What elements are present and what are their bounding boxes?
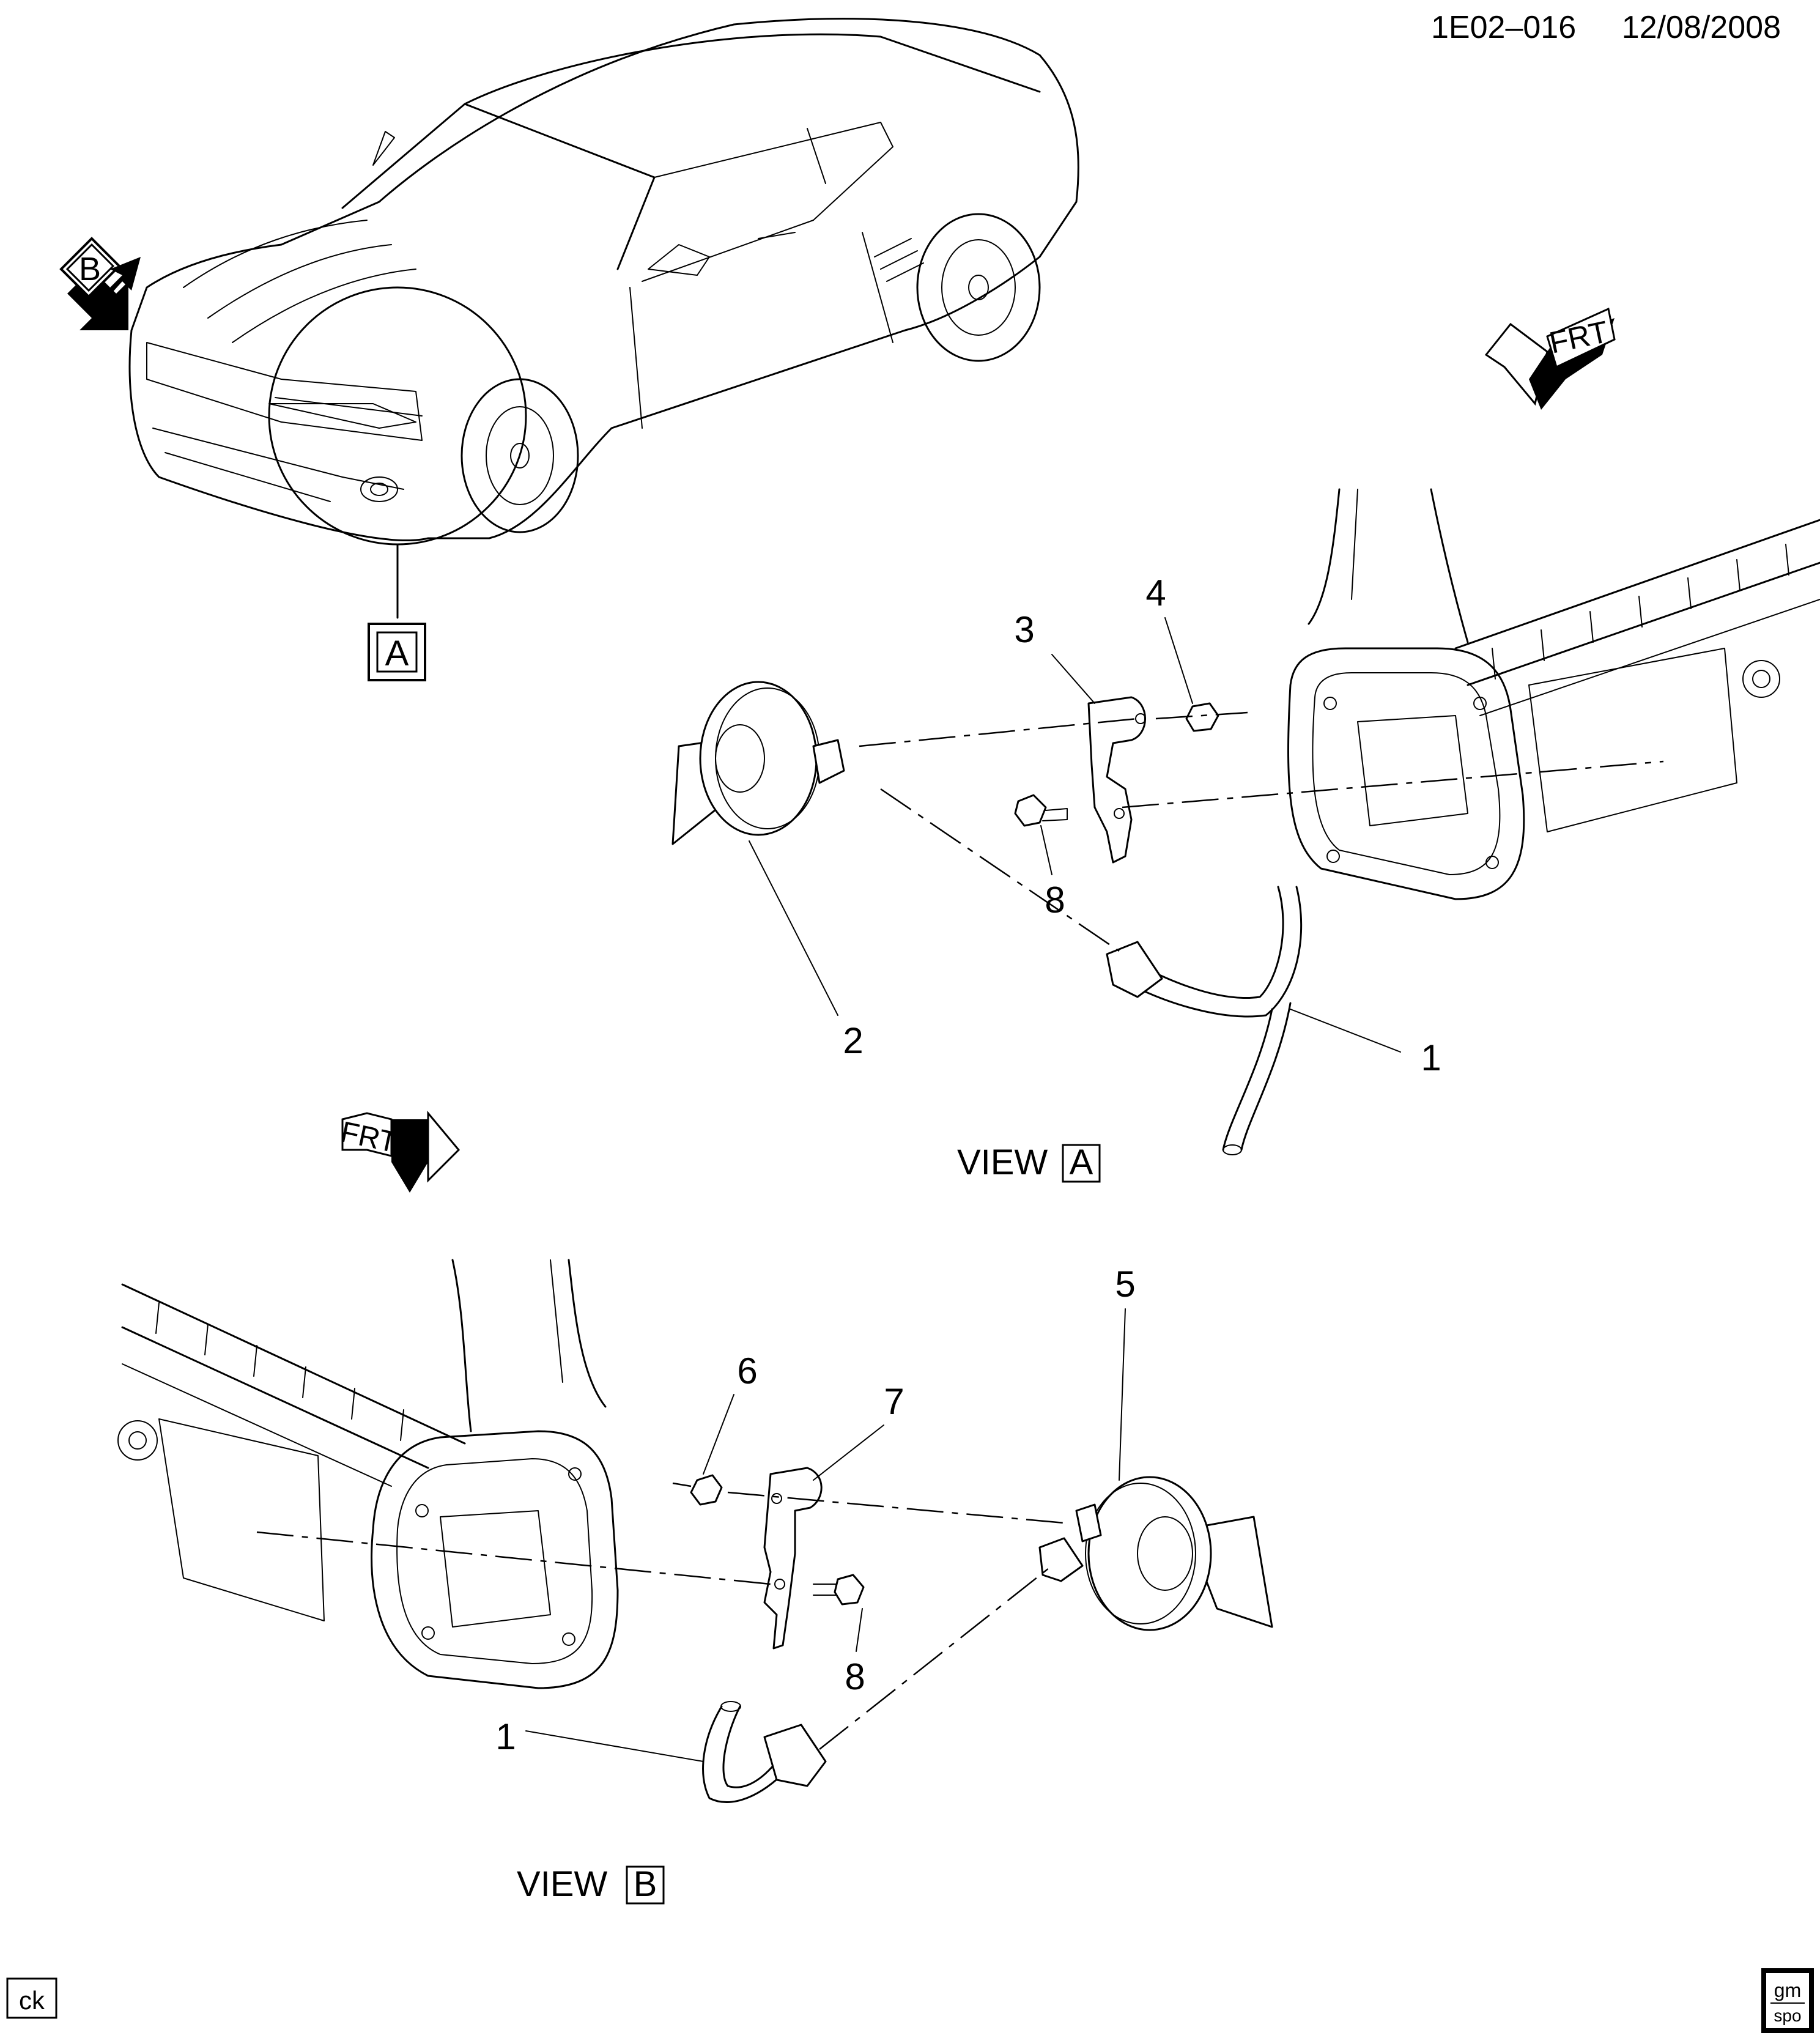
- horn-bracket-rear: [763, 1467, 823, 1650]
- gm-spo-logo: gm spo: [1761, 1968, 1814, 2033]
- callout-8-view-a: 8: [1045, 880, 1065, 920]
- logo-spo-text: spo: [1774, 2006, 1801, 2025]
- callout-5: 5: [1115, 1264, 1135, 1305]
- logo-gm-text: gm: [1774, 1979, 1801, 2001]
- diagram-code: 1E02–016: [1431, 10, 1576, 45]
- view-a-marker: A: [368, 623, 426, 681]
- view-b-callouts: 1 5 6 7 8: [495, 1264, 1135, 1757]
- view-b-direction-arrow: B: [59, 237, 141, 330]
- bolt-rear: [813, 1574, 865, 1606]
- horn-front: [671, 681, 845, 845]
- callout-2: 2: [843, 1020, 863, 1061]
- callout-4: 4: [1145, 572, 1166, 613]
- footer-initials-box: ck: [6, 1977, 57, 2019]
- nut-front: [1185, 702, 1219, 732]
- frt-arrow-top: FRT: [1484, 307, 1616, 410]
- view-b-label: VIEW B: [517, 1864, 665, 1905]
- callout-3: 3: [1014, 609, 1034, 650]
- frt-arrow-left: FRT: [338, 1110, 461, 1193]
- callout-7: 7: [884, 1381, 904, 1422]
- wiring-harness-rear: [702, 1701, 827, 1803]
- footer-initials: ck: [19, 1986, 45, 2015]
- bolt-front: [1014, 794, 1068, 827]
- callout-1-view-b: 1: [495, 1716, 516, 1757]
- callout-8-view-b: 8: [845, 1656, 865, 1697]
- view-a-marker-letter: A: [385, 634, 409, 673]
- wiring-harness-front: [1106, 886, 1303, 1155]
- diagram-date: 12/08/2008: [1622, 10, 1781, 45]
- view-b-marker-letter: B: [79, 251, 101, 287]
- callout-1-view-a: 1: [1421, 1037, 1441, 1078]
- view-a-label-letter: A: [1070, 1143, 1093, 1182]
- view-b-label-text: VIEW: [517, 1864, 607, 1904]
- view-a-label: VIEW A: [957, 1143, 1101, 1183]
- horn-rear: [1038, 1476, 1273, 1631]
- view-b-label-letter: B: [634, 1864, 657, 1904]
- view-a-frame-structure: [1287, 488, 1820, 900]
- view-b-frame-structure: [117, 1259, 619, 1689]
- view-a-detail-circle: [268, 286, 527, 546]
- callout-6: 6: [737, 1350, 757, 1391]
- view-a-callouts: 1 2 3 4 8: [843, 572, 1441, 1078]
- diagram-header: 1E02–016 12/08/2008: [1431, 10, 1781, 45]
- nut-rear: [690, 1474, 723, 1506]
- view-a-label-text: VIEW: [957, 1143, 1048, 1182]
- horn-bracket-front: [1087, 696, 1146, 864]
- vehicle-illustration: [128, 18, 1079, 541]
